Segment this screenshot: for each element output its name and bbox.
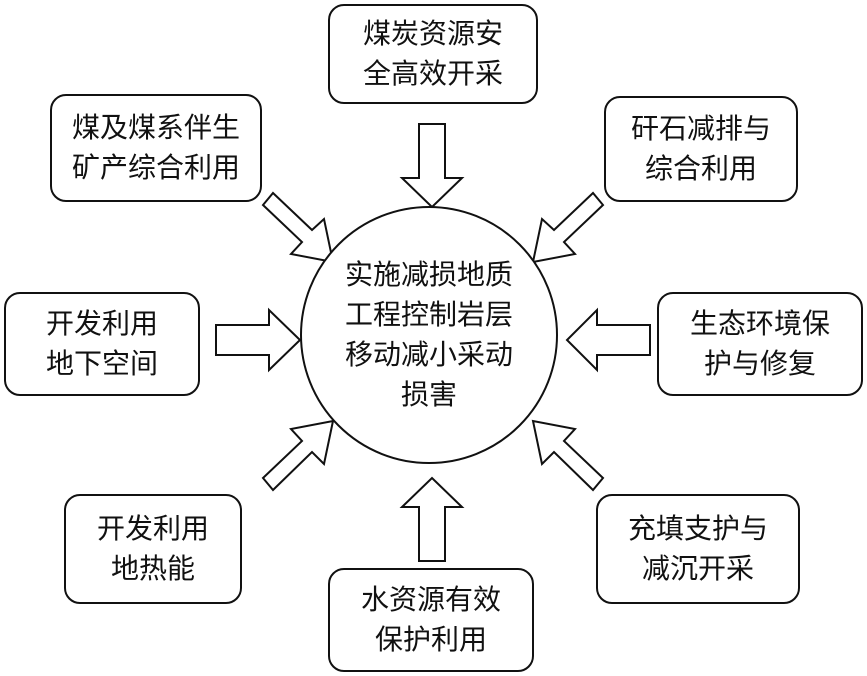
node-top-left-text: 煤及煤系伴生 矿产综合利用 <box>71 111 240 184</box>
arrow-bottom-right <box>531 419 605 492</box>
node-bottom-left-text: 开发利用 地热能 <box>96 512 209 585</box>
node-bottom-right: 充填支护与 减沉开采 <box>596 494 800 604</box>
node-bottom-text: 水资源有效 保护利用 <box>360 583 501 656</box>
arrow-top <box>399 123 465 209</box>
node-bottom-right-text: 充填支护与 减沉开采 <box>627 512 768 585</box>
node-top: 煤炭资源安 全高效开采 <box>328 4 538 104</box>
node-bottom: 水资源有效 保护利用 <box>328 568 534 672</box>
center-text: 实施减损地质 工程控制岩层 移动减小采动 损害 <box>344 258 513 411</box>
node-right-text: 生态环境保 护与修复 <box>689 307 830 380</box>
arrow-left <box>215 307 302 373</box>
node-top-left: 煤及煤系伴生 矿产综合利用 <box>50 94 262 202</box>
node-top-right-text: 矸石减排与 综合利用 <box>630 112 771 185</box>
node-bottom-left: 开发利用 地热能 <box>64 494 242 604</box>
arrow-bottom <box>399 476 465 562</box>
arrow-top-right <box>531 191 605 264</box>
node-left-text: 开发利用 地下空间 <box>45 307 158 380</box>
arrow-top-left <box>261 191 335 264</box>
node-top-right: 矸石减排与 综合利用 <box>604 96 798 202</box>
node-top-text: 煤炭资源安 全高效开采 <box>362 17 503 90</box>
arrow-bottom-left <box>261 419 335 492</box>
center-circle: 实施减损地质 工程控制岩层 移动减小采动 损害 <box>300 206 558 464</box>
arrow-right <box>565 307 651 373</box>
node-right: 生态环境保 护与修复 <box>657 292 863 396</box>
node-left: 开发利用 地下空间 <box>4 292 200 396</box>
